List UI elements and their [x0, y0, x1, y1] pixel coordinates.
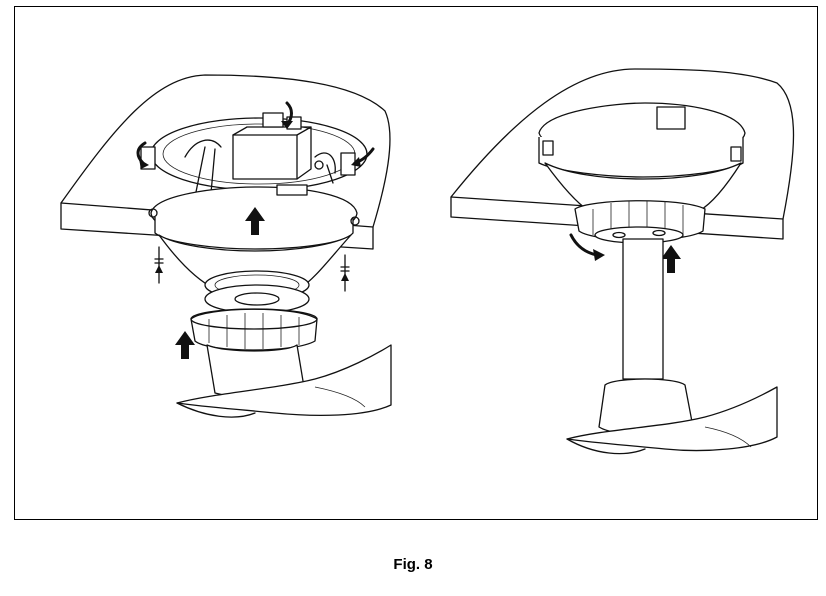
decorative-collar-left — [190, 308, 318, 351]
decorative-collar-right — [574, 200, 706, 244]
fan-canopy-left — [148, 184, 360, 314]
up-arrow-icon — [245, 207, 265, 235]
screw-icon — [154, 246, 350, 276]
figure-caption: Fig. 8 — [393, 556, 433, 573]
up-arrow-icon — [155, 265, 349, 292]
right-illustration — [450, 68, 795, 455]
fan-blade-left — [176, 344, 392, 418]
left-illustration — [60, 74, 392, 418]
fan-blade-right — [566, 378, 778, 455]
up-arrow-icon — [661, 245, 681, 273]
up-arrow-icon — [175, 331, 195, 359]
rotate-arrow-icon — [136, 101, 375, 169]
rotate-arrow-icon — [569, 233, 605, 261]
illustration-canvas — [60, 68, 795, 455]
downrod — [622, 238, 664, 380]
figure-frame — [14, 6, 818, 520]
